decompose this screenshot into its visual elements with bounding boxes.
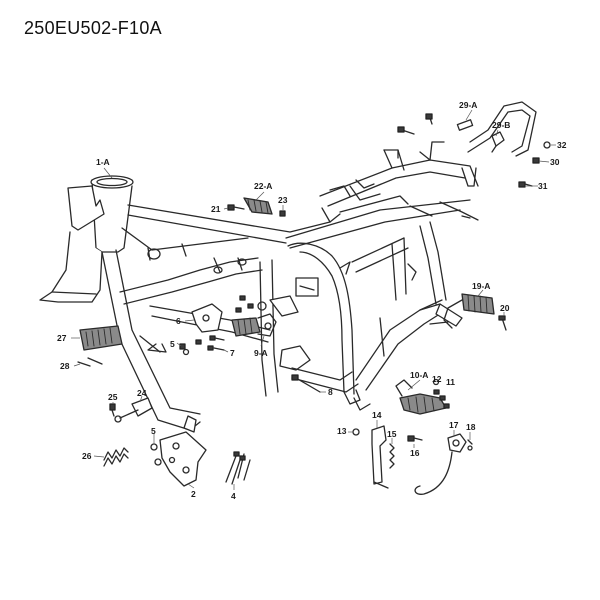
- footpeg-9a: [231, 313, 277, 337]
- side-stand-14: [371, 425, 389, 489]
- main-frame: [39, 141, 479, 433]
- callout-14: 14: [372, 410, 382, 420]
- bolt-25: [109, 403, 116, 417]
- leader-lines: [71, 109, 556, 490]
- footrest-left: [243, 197, 273, 215]
- callout-13: 13: [337, 426, 347, 436]
- callout-20: 20: [500, 303, 510, 313]
- callout-32: 32: [557, 140, 567, 150]
- bolt-top-2: [425, 113, 433, 125]
- callout-27: 27: [57, 333, 67, 343]
- diagram-title: 250EU502-F10A: [24, 18, 162, 38]
- callout-8: 8: [328, 387, 333, 397]
- springs-26: [103, 447, 129, 467]
- bolts-4: [225, 451, 251, 485]
- callout-30: 30: [550, 157, 560, 167]
- bolts-near-9a: [235, 295, 267, 313]
- callout-29-b: 29-B: [492, 120, 510, 130]
- callout-15: 15: [387, 429, 397, 439]
- washer-13: [352, 428, 360, 436]
- callout-21: 21: [211, 204, 221, 214]
- screw-18: [467, 439, 473, 451]
- fasteners-7: [179, 335, 225, 356]
- callout-5-upper: 5: [170, 339, 175, 349]
- callout-1-a: 1-A: [96, 157, 110, 167]
- callout-5-lower: 5: [151, 426, 156, 436]
- callout-2: 2: [191, 489, 196, 499]
- footrest-right: [443, 293, 495, 329]
- screws-28: [77, 357, 103, 367]
- callout-4: 4: [231, 491, 236, 501]
- spring-15: [389, 443, 395, 469]
- callout-22-a: 22-A: [254, 181, 272, 191]
- bolt-top-1: [397, 126, 415, 135]
- callout-16: 16: [410, 448, 420, 458]
- bolt-16: [407, 435, 423, 442]
- callout-18: 18: [466, 422, 476, 432]
- callout-7: 7: [230, 348, 235, 358]
- callout-31: 31: [538, 181, 548, 191]
- rail-bracket: [491, 131, 505, 153]
- callout-11: 11: [446, 377, 455, 387]
- callout-28: 28: [60, 361, 70, 371]
- bolt-21: [227, 204, 245, 211]
- nut-23: [279, 210, 286, 217]
- washer-32: [543, 141, 551, 149]
- callout-12: 12: [432, 374, 442, 384]
- brake-pedal-10a: [395, 379, 447, 415]
- callout-17: 17: [449, 420, 459, 430]
- bolt-20: [498, 315, 507, 331]
- callout-10-a: 10-A: [410, 370, 428, 380]
- bracket-2: [159, 431, 207, 487]
- bolts-11-12: [432, 378, 450, 409]
- nut-30: [532, 157, 540, 164]
- callout-23: 23: [278, 195, 288, 205]
- callout-25: 25: [108, 392, 118, 402]
- bracket-24: [114, 397, 153, 423]
- callout-6: 6: [176, 316, 181, 326]
- washers-5: [150, 443, 162, 466]
- sidestand-switch-17: [414, 433, 467, 495]
- callout-29-a: 29-A: [459, 100, 477, 110]
- grab-rail: [456, 101, 537, 157]
- reflector-plate-27: [79, 325, 123, 351]
- callout-9-a: 9-A: [254, 348, 268, 358]
- bracket-6: [191, 303, 223, 333]
- callout-19-a: 19-A: [472, 281, 490, 291]
- callout-24: 24: [137, 388, 147, 398]
- long-bolt-8: [291, 374, 321, 393]
- callout-labels: 1-A 2 4 5 5 6 7 8 9-A 10-A 11 12 13 14 1…: [57, 100, 567, 501]
- callout-26: 26: [82, 451, 92, 461]
